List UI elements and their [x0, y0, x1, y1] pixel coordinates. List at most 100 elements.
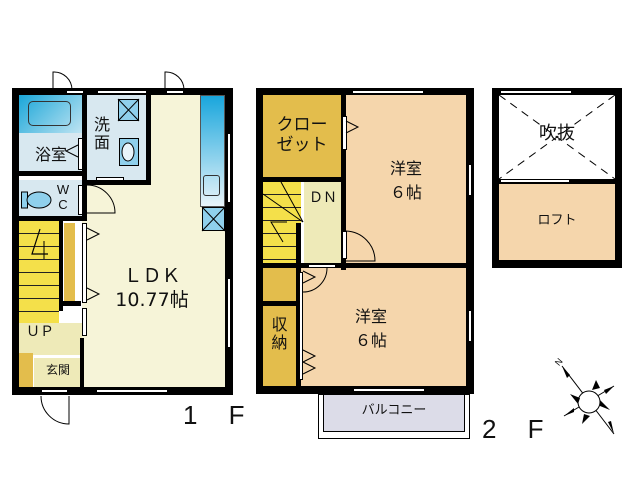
wall [256, 88, 263, 394]
wall [341, 95, 346, 270]
washing-machine-icon [117, 98, 140, 122]
door-swing-icon [86, 184, 116, 214]
sliding-door-arrow-icon [302, 270, 317, 284]
door-opening [78, 185, 83, 215]
western-room-1-label: 洋室 [389, 159, 422, 178]
sliding-door-arrow-icon [302, 349, 317, 363]
wall [225, 88, 233, 395]
fridge-icon [201, 206, 226, 232]
wall [82, 180, 151, 185]
hall-1f [19, 323, 82, 355]
door-opening [82, 308, 87, 336]
stairs-up-label: ＵＰ [26, 324, 54, 340]
door-opening [78, 138, 83, 170]
kitchen-sink [203, 175, 220, 196]
toilet-icon [21, 191, 52, 209]
balcony-label: バルコニー [361, 403, 427, 418]
kitchen-counter [200, 95, 225, 207]
door-swing-icon [345, 230, 376, 262]
window [66, 90, 84, 94]
storage-label: 収 納 [271, 315, 288, 353]
loft [499, 184, 615, 260]
door-opening [96, 177, 124, 181]
wall [466, 88, 474, 394]
toilet-label: W C [56, 182, 70, 212]
wall [296, 223, 301, 386]
window [353, 388, 425, 392]
stairs-up-arrow-icon [31, 228, 48, 259]
loft-label: ロフト [537, 213, 577, 228]
entrance-label: 玄関 [45, 363, 70, 377]
wall [263, 263, 466, 268]
wall [59, 221, 63, 311]
window [500, 90, 572, 94]
window [468, 310, 472, 342]
sliding-door-arrow-icon [64, 144, 79, 158]
western-room-1-size: ６帖 [389, 183, 422, 202]
wall [492, 88, 499, 268]
stairs-1f [19, 221, 59, 323]
railing [500, 179, 570, 183]
balcony [323, 394, 465, 432]
bathroom-label: 浴室 [34, 145, 67, 164]
wall [19, 171, 87, 176]
bathtub-rim [28, 101, 71, 126]
floor-2-label: 2 F [482, 414, 556, 444]
closet-2f [263, 95, 341, 177]
wall [615, 88, 622, 268]
window [166, 90, 184, 94]
door-swing-icon [302, 267, 328, 293]
washroom-label: 洗 面 [93, 115, 110, 153]
loft-level-plan: 吹抜 ロフト [492, 88, 622, 268]
exterior-door-swing-icon [52, 71, 73, 91]
door-opening [308, 264, 336, 268]
western-room-2-label: 洋室 [354, 307, 387, 326]
wall [59, 301, 81, 306]
hall-2f [304, 182, 342, 263]
window [227, 278, 231, 348]
sliding-door-arrow-icon [86, 227, 101, 241]
wall [146, 95, 151, 185]
stairs-down-label: ＤＮ [309, 190, 337, 206]
wall [263, 177, 343, 182]
window [96, 389, 168, 393]
window [41, 389, 68, 393]
wall [19, 216, 87, 221]
compass-rose-icon: N [553, 356, 615, 435]
sliding-door-arrow-icon [345, 120, 360, 134]
door-opening [299, 272, 303, 380]
wall [492, 260, 622, 268]
ldk-label: ＬＤＫ [123, 265, 181, 287]
window [468, 164, 472, 196]
atrium-cross-icon [498, 94, 616, 180]
compass-north-label: N [553, 356, 565, 367]
atrium-label: 吹抜 [539, 123, 575, 144]
door-opening [82, 223, 87, 303]
ldk-size-label: 10.77帖 [115, 289, 189, 311]
window [227, 133, 231, 203]
door-opening [342, 231, 347, 259]
western-room-1 [346, 95, 466, 263]
western-room-2 [301, 268, 466, 386]
window [352, 90, 424, 94]
wall [12, 88, 19, 395]
floor-1-plan: 浴室 洗 面 W C ＬＤＫ 10.77帖 ＵＰ 玄関 [12, 88, 233, 395]
storage-2f [263, 268, 296, 386]
closet-label: クロー ゼット [276, 115, 328, 155]
wall [80, 338, 84, 390]
sliding-door-arrow-icon [86, 287, 101, 301]
wash-basin-icon [119, 138, 139, 166]
window [97, 90, 147, 94]
wall [263, 301, 296, 306]
wall [82, 95, 87, 216]
western-room-2-size: ６帖 [354, 331, 387, 350]
sliding-door-arrow-icon [302, 361, 317, 375]
entrance-area [34, 358, 82, 387]
storage-strip-1f [64, 223, 75, 303]
entrance-door-swing-icon [40, 395, 70, 425]
shoe-box [19, 353, 33, 387]
stairs-down-lines-icon [262, 181, 304, 243]
floor-2-plan: クロー ゼット 洋室 ６帖 ＤＮ 収 納 洋室 ６帖 [256, 88, 474, 394]
floor-1-label: 1 F [183, 400, 257, 430]
exterior-door-swing-icon [164, 71, 185, 91]
